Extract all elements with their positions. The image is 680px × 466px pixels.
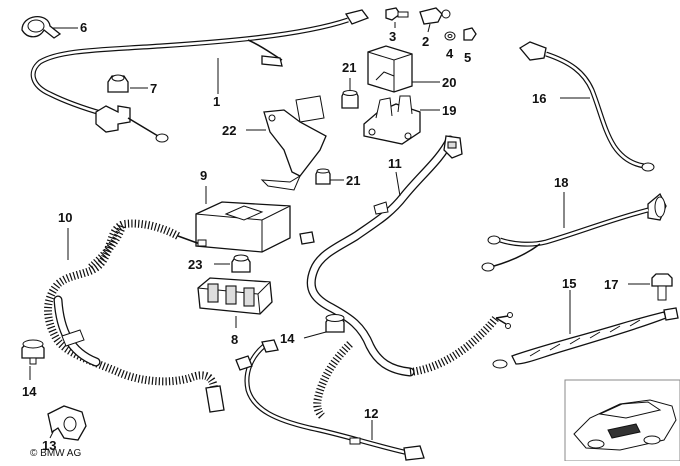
- part-18-cable-connector[interactable]: [481, 192, 667, 272]
- callout-1: 1: [213, 94, 220, 109]
- part-5-nut[interactable]: [463, 27, 477, 41]
- part-17-bolt[interactable]: [651, 273, 673, 301]
- callout-10: 10: [58, 210, 72, 225]
- part-3-bolt[interactable]: [385, 7, 409, 21]
- callout-19: 19: [442, 103, 456, 118]
- callout-13: 13: [42, 438, 56, 453]
- part-9-fuse-box-cover[interactable]: [195, 201, 291, 253]
- part-21-grommet-mid[interactable]: [315, 168, 331, 185]
- callout-23: 23: [188, 257, 202, 272]
- part-20-cover-cap[interactable]: [367, 45, 413, 93]
- callout-16: 16: [532, 91, 546, 106]
- part-15-ground-strap[interactable]: [492, 307, 679, 369]
- car-location-thumbnail: [564, 379, 680, 462]
- callout-7: 7: [150, 81, 157, 96]
- callout-12: 12: [364, 406, 378, 421]
- callout-15: 15: [562, 276, 576, 291]
- callout-8: 8: [231, 332, 238, 347]
- callout-14-mid: 14: [280, 331, 295, 346]
- part-19-terminal-block[interactable]: [363, 95, 421, 145]
- copyright-label: © BMW AG: [30, 448, 81, 459]
- callout-17: 17: [604, 277, 618, 292]
- part-14-screw-mid[interactable]: [325, 314, 345, 333]
- callout-18: 18: [554, 175, 568, 190]
- part-21-grommet-top[interactable]: [341, 90, 359, 109]
- callout-4: 4: [446, 46, 454, 61]
- callout-21-top: 21: [342, 60, 356, 75]
- part-11-main-harness[interactable]: [299, 135, 513, 419]
- part-23-spacer[interactable]: [231, 254, 251, 273]
- callout-20: 20: [442, 75, 456, 90]
- part-1-battery-cable[interactable]: [30, 9, 370, 143]
- part-22-bracket[interactable]: [260, 95, 327, 191]
- callout-14-left: 14: [22, 384, 37, 399]
- part-12-cable[interactable]: [235, 339, 425, 461]
- part-13-clip[interactable]: [47, 405, 87, 441]
- part-6-clamp[interactable]: [21, 16, 62, 39]
- callout-22: 22: [222, 123, 236, 138]
- callout-3: 3: [389, 29, 396, 44]
- part-7-nut[interactable]: [107, 74, 129, 93]
- part-8-fuse-holder[interactable]: [197, 277, 273, 315]
- part-14-screw-left[interactable]: [21, 339, 45, 365]
- callout-11: 11: [388, 156, 402, 171]
- callout-21-mid: 21: [346, 173, 360, 188]
- callout-6: 6: [80, 20, 87, 35]
- part-4-washer[interactable]: [444, 31, 456, 41]
- part-2-terminal[interactable]: [419, 7, 451, 25]
- callout-9: 9: [200, 168, 207, 183]
- part-10-wiring-harness[interactable]: [44, 219, 225, 413]
- part-16-ground-cable[interactable]: [519, 41, 655, 172]
- callout-2: 2: [422, 34, 429, 49]
- callout-5: 5: [464, 50, 471, 65]
